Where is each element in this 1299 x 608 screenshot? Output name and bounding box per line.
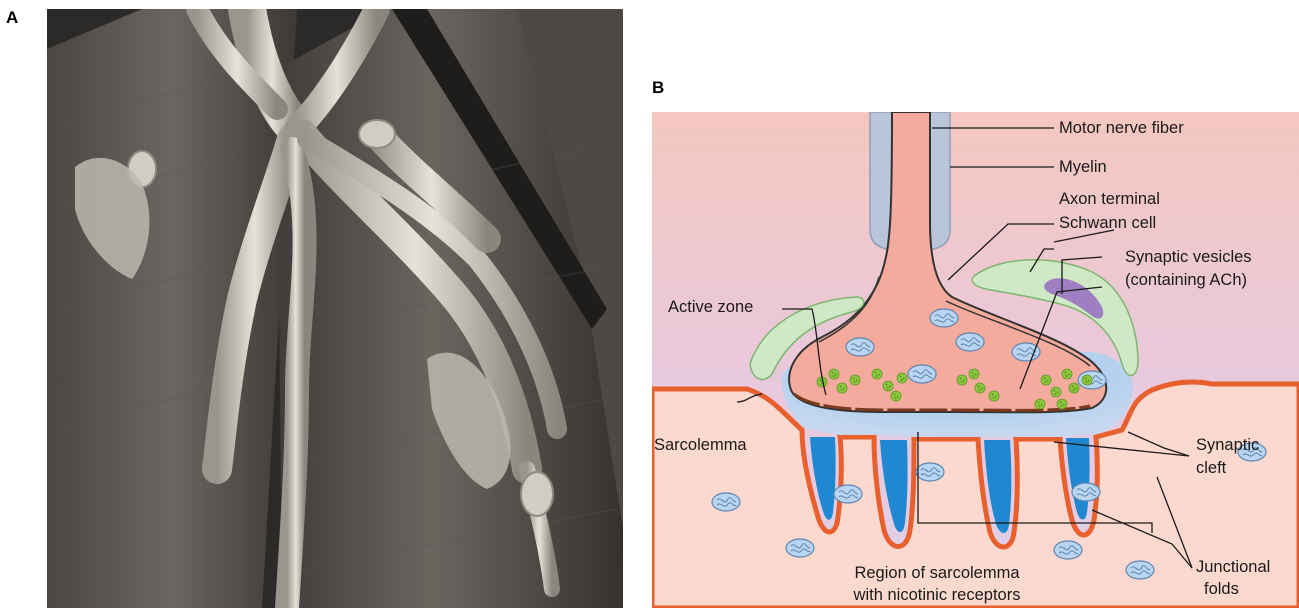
label-sarcolemma: Sarcolemma [654, 436, 747, 455]
label-schwann-cell: Schwann cell [1059, 214, 1156, 233]
label-synaptic-cleft: Synaptic [1196, 436, 1259, 455]
panel-b-letter: B [652, 78, 664, 98]
label-junctional-folds-sub: folds [1204, 580, 1239, 599]
label-myelin: Myelin [1059, 158, 1107, 177]
label-synaptic-cleft-sub: cleft [1196, 459, 1226, 478]
neuromuscular-junction-diagram [652, 112, 1299, 608]
electron-micrograph [47, 9, 623, 608]
label-axon-terminal: Axon terminal [1059, 190, 1160, 209]
label-region-nicotinic: with nicotinic receptors [842, 586, 1032, 605]
label-region-of-sarcolemma: Region of sarcolemma [842, 564, 1032, 583]
label-active-zone: Active zone [668, 298, 753, 317]
label-synaptic-vesicles: Synaptic vesicles [1125, 248, 1252, 267]
panel-a-letter: A [6, 8, 18, 28]
label-motor-nerve-fiber: Motor nerve fiber [1059, 119, 1184, 138]
label-synaptic-vesicles-sub: (containing ACh) [1125, 271, 1247, 290]
label-junctional-folds: Junctional [1196, 558, 1270, 577]
